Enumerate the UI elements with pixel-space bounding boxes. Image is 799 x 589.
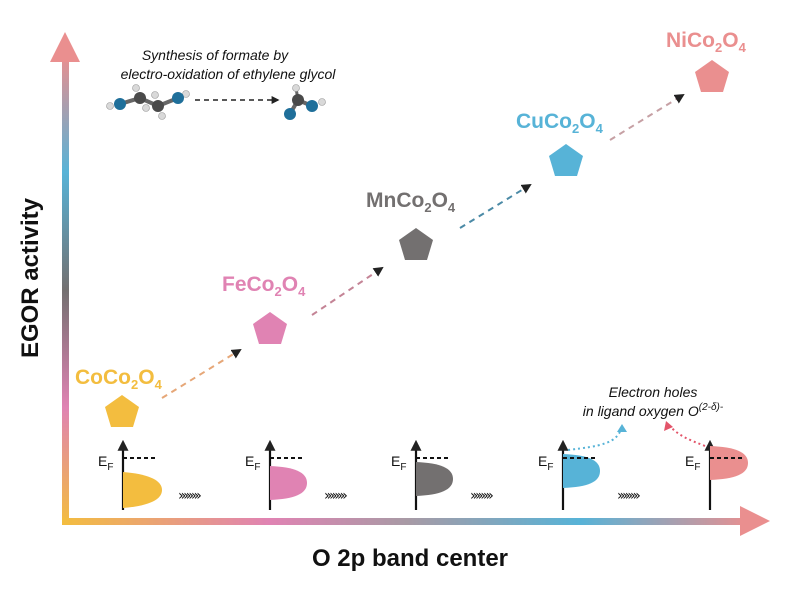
label-nico2o4: NiCo2O4 bbox=[666, 29, 747, 55]
synthesis-note-line1: Synthesis of formate by bbox=[142, 47, 289, 63]
chevron-connector: ›››››››› bbox=[617, 488, 640, 504]
trend-arrow-3 bbox=[459, 183, 532, 229]
carbon-atom bbox=[292, 94, 304, 106]
y-axis-line bbox=[62, 55, 69, 525]
axes bbox=[50, 32, 770, 536]
trend-arrow-4 bbox=[609, 93, 685, 141]
trend-arrows bbox=[161, 93, 685, 399]
hydrogen-atom bbox=[132, 84, 140, 92]
ef-label: EF bbox=[685, 453, 700, 473]
pentagon-cuco2o4 bbox=[549, 144, 583, 176]
hydrogen-atom bbox=[318, 98, 326, 106]
label-cuco2o4: CuCo2O4 bbox=[516, 110, 604, 136]
y-axis-title: EGOR activity bbox=[17, 197, 44, 358]
chevron-connectors: ›››››››› ›››››››› ›››››››› ›››››››› bbox=[178, 488, 643, 504]
band-diagram-feco2o4: EF bbox=[245, 439, 307, 510]
x-axis-title: O 2p band center bbox=[312, 545, 508, 572]
band-shape bbox=[123, 472, 162, 508]
carbon-atom bbox=[134, 92, 146, 104]
holes-note-line1: Electron holes bbox=[609, 384, 698, 400]
hole-dotted-arrow bbox=[567, 425, 623, 451]
hydrogen-atom bbox=[151, 91, 159, 99]
label-coco2o4: CoCo2O4 bbox=[75, 366, 163, 392]
holes-note-line2: in ligand oxygen O(2-δ)- bbox=[583, 402, 724, 419]
hydrogen-atom bbox=[292, 84, 300, 92]
label-mnco2o4: MnCo2O4 bbox=[366, 189, 456, 215]
band-diagram-cuco2o4: EF bbox=[538, 424, 627, 510]
band-diagrams: EF EF EF EF EF bbox=[98, 421, 748, 510]
oxygen-atom bbox=[114, 98, 126, 110]
trend-arrow-2 bbox=[311, 266, 384, 316]
pentagon-mnco2o4 bbox=[399, 228, 433, 260]
pentagon-coco2o4 bbox=[105, 395, 139, 427]
label-feco2o4: FeCo2O4 bbox=[222, 273, 306, 299]
band-diagram-coco2o4: EF bbox=[98, 439, 162, 510]
ef-label: EF bbox=[245, 453, 260, 473]
chevron-connector: ›››››››› bbox=[324, 488, 347, 504]
ef-label: EF bbox=[391, 453, 406, 473]
oxygen-atom bbox=[284, 108, 296, 120]
band-shape bbox=[710, 446, 748, 480]
ef-label: EF bbox=[538, 453, 553, 473]
band-diagram-nico2o4: EF bbox=[664, 421, 748, 510]
chevron-connector: ›››››››› bbox=[178, 488, 201, 504]
carbon-atom bbox=[152, 100, 164, 112]
oxygen-atom bbox=[172, 92, 184, 104]
hydrogen-atom bbox=[182, 90, 190, 98]
x-axis-arrowhead bbox=[740, 506, 770, 536]
band-shape bbox=[270, 466, 307, 500]
trend-arrow-1 bbox=[161, 348, 242, 399]
band-shape bbox=[563, 454, 600, 488]
band-diagram-mnco2o4: EF bbox=[391, 439, 453, 510]
hydrogen-atom bbox=[142, 104, 150, 112]
oxygen-atom bbox=[306, 100, 318, 112]
hydrogen-atom bbox=[106, 102, 114, 110]
formate-molecule bbox=[284, 84, 326, 120]
hole-dotted-arrow bbox=[667, 423, 706, 447]
catalyst-markers bbox=[105, 60, 729, 427]
pentagon-nico2o4 bbox=[695, 60, 729, 92]
band-shape bbox=[416, 462, 453, 496]
synthesis-note-line2: electro-oxidation of ethylene glycol bbox=[121, 66, 337, 82]
ethylene-glycol-molecule bbox=[106, 84, 190, 120]
hydrogen-atom bbox=[158, 112, 166, 120]
y-axis-arrowhead bbox=[50, 32, 80, 62]
pentagon-feco2o4 bbox=[253, 312, 287, 344]
chevron-connector: ›››››››› bbox=[470, 488, 493, 504]
ef-label: EF bbox=[98, 453, 113, 473]
x-axis-line bbox=[62, 518, 752, 525]
catalyst-labels: CoCo2O4 FeCo2O4 MnCo2O4 CuCo2O4 NiCo2O4 bbox=[75, 29, 747, 392]
